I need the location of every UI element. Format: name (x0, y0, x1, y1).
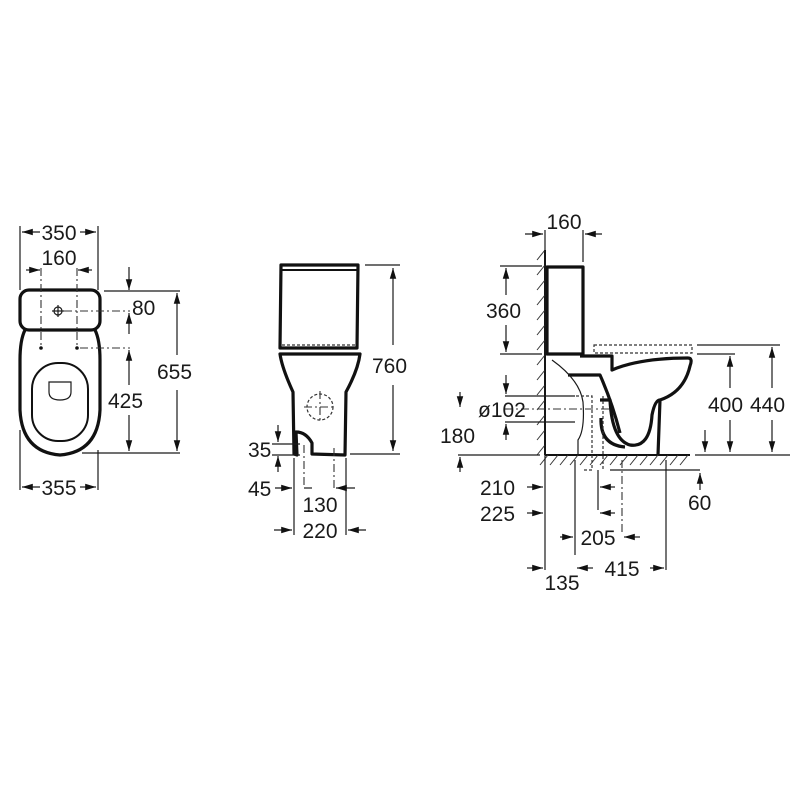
cistern-side (545, 265, 585, 356)
cistern-outline (18, 288, 102, 332)
dim-80: 80 (132, 297, 155, 320)
dim-side-160: 160 (546, 211, 581, 234)
dim-45: 45 (248, 478, 271, 501)
seat-hinge-shape (48, 381, 72, 401)
dim-o102: ø102 (478, 399, 526, 422)
dim-205: 205 (580, 527, 615, 550)
dim-220: 220 (302, 520, 337, 543)
dim-210: 210 (480, 477, 515, 500)
dim-760: 760 (372, 355, 407, 378)
dim-350: 350 (41, 222, 76, 245)
bowl-side (580, 354, 693, 456)
side-view: 160 360 ø102 180 400 440 210 225 60 (440, 211, 790, 595)
seat-lid-dashed (593, 344, 693, 354)
dim-225: 225 (480, 503, 515, 526)
cistern-front (278, 263, 360, 350)
dim-60: 60 (688, 492, 711, 515)
dim-160: 160 (41, 247, 76, 270)
dim-400: 400 (708, 394, 743, 417)
top-view: 350 160 80 425 655 355 (18, 222, 192, 500)
dim-440: 440 (750, 394, 785, 417)
dim-130: 130 (302, 494, 337, 517)
pedestal-front (278, 352, 362, 457)
bowl-outline (18, 329, 102, 457)
dim-415: 415 (604, 558, 639, 581)
dim-355: 355 (41, 477, 76, 500)
dim-180: 180 (440, 425, 475, 448)
dim-135: 135 (544, 572, 579, 595)
dim-35: 35 (248, 439, 271, 462)
dim-655: 655 (157, 361, 192, 384)
dim-360: 360 (486, 300, 521, 323)
front-view: 760 35 45 130 220 (248, 263, 407, 543)
seat-outline (31, 362, 89, 442)
dim-425: 425 (108, 390, 143, 413)
